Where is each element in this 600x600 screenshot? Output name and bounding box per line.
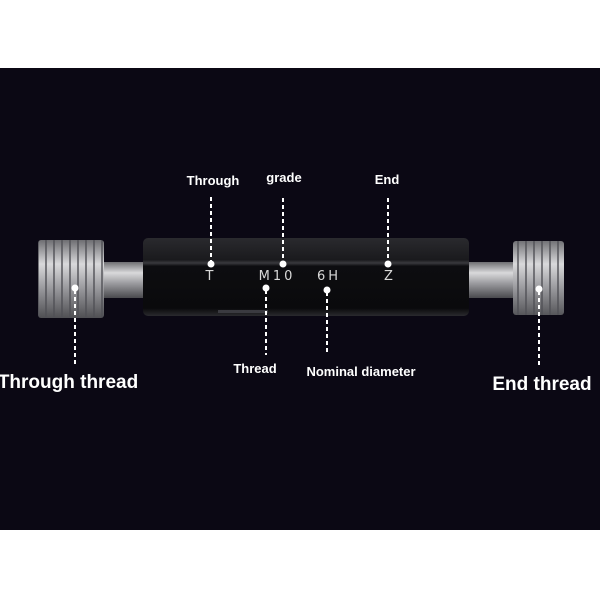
through-thread-part xyxy=(38,240,104,318)
label-through-thread: Through thread xyxy=(0,372,138,393)
label-end-thread: End thread xyxy=(492,374,591,395)
marking-thread: M10 xyxy=(259,269,296,284)
left-shaft xyxy=(100,262,148,298)
label-through: Through xyxy=(187,173,240,188)
marking-through: T xyxy=(205,269,217,284)
gauge-handle xyxy=(143,238,469,316)
end-thread-part xyxy=(513,241,564,315)
handle-highlight xyxy=(218,310,268,313)
right-shaft xyxy=(464,262,518,298)
marking-end: Z xyxy=(384,269,396,284)
label-grade: grade xyxy=(266,170,301,185)
callout-lines xyxy=(71,197,543,366)
label-thread: Thread xyxy=(233,361,276,376)
label-nominal-diameter: Nominal diameter xyxy=(306,364,415,379)
marking-grade: 6H xyxy=(317,269,341,284)
label-end: End xyxy=(375,172,400,187)
